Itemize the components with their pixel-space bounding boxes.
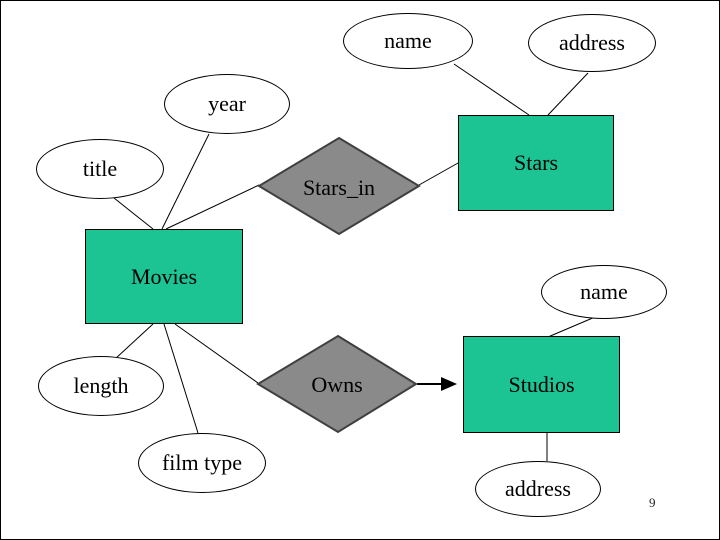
entity-label-studios: Studios bbox=[508, 371, 575, 397]
attribute-ellipse-name-studios: name bbox=[541, 265, 667, 319]
attribute-ellipse-length: length bbox=[38, 356, 164, 416]
attribute-label: year bbox=[208, 91, 246, 116]
connector-movies-filmtype bbox=[163, 323, 199, 434]
attribute-ellipse-year: year bbox=[164, 74, 290, 134]
relationship-diamond-stars-in bbox=[257, 136, 421, 236]
connector-movies-length bbox=[114, 323, 154, 360]
attribute-label: film type bbox=[161, 450, 243, 475]
connector-starsin-movies bbox=[165, 184, 260, 230]
attribute-label: address bbox=[505, 476, 571, 501]
entity-rect-movies: Movies bbox=[85, 229, 243, 324]
attribute-ellipse-title: title bbox=[36, 139, 164, 199]
entity-rect-stars: Stars bbox=[458, 115, 614, 211]
connector-nametop-stars bbox=[453, 63, 530, 116]
connector-year-movies bbox=[161, 133, 210, 230]
attribute-label: name bbox=[384, 28, 432, 53]
attribute-label: length bbox=[73, 373, 129, 398]
attribute-label: title bbox=[82, 156, 118, 181]
relationship-label-stars-in: Stars_in bbox=[302, 175, 376, 200]
attribute-ellipse-name-stars: name bbox=[343, 13, 473, 69]
entity-rect-studios: Studios bbox=[463, 336, 620, 433]
connector-movies-owns bbox=[174, 323, 259, 384]
page-number: 9 bbox=[649, 495, 656, 510]
attribute-label: name bbox=[580, 279, 628, 304]
relationship-label-owns: Owns bbox=[311, 372, 363, 397]
attribute-ellipse-address-stars: address bbox=[528, 14, 656, 72]
entity-label-movies: Movies bbox=[131, 263, 197, 289]
connector-namebot-studios bbox=[547, 316, 596, 338]
attribute-label: address bbox=[559, 30, 625, 55]
attribute-ellipse-address-studios: address bbox=[475, 461, 601, 517]
connector-starsin-stars bbox=[418, 162, 459, 186]
entity-label-stars: Stars bbox=[514, 150, 558, 175]
attribute-ellipse-film-type: film type bbox=[138, 433, 266, 493]
relationship-diamond-owns bbox=[256, 334, 418, 434]
connector-addresstop-stars bbox=[547, 72, 589, 116]
connector-title-movies bbox=[113, 197, 154, 230]
